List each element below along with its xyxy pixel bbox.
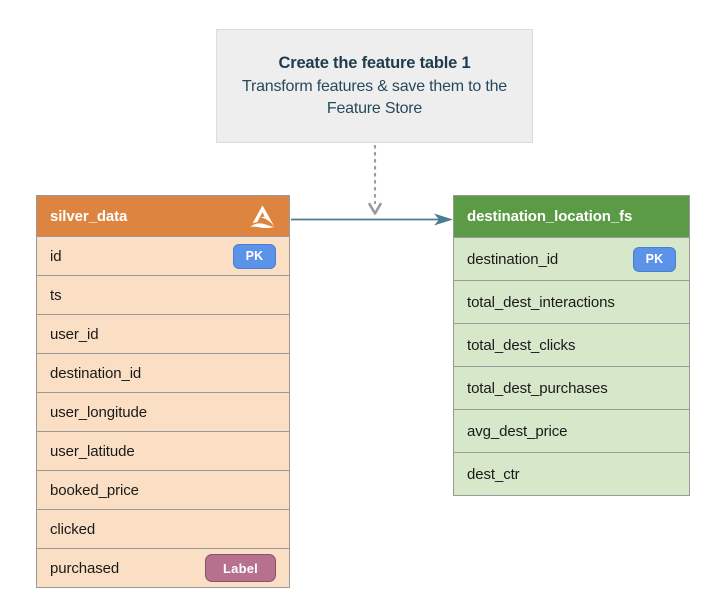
column-name: destination_id bbox=[50, 364, 142, 382]
column-name: total_dest_interactions bbox=[467, 293, 615, 311]
table-row[interactable]: ts bbox=[37, 275, 289, 314]
column-name: user_id bbox=[50, 325, 99, 343]
entity-table-destination-location-fs[interactable]: destination_location_fs destination_id P… bbox=[453, 195, 690, 496]
column-name: ts bbox=[50, 286, 62, 304]
column-name: user_longitude bbox=[50, 403, 148, 421]
column-name: dest_ctr bbox=[467, 465, 520, 483]
table-row[interactable]: dest_ctr bbox=[454, 452, 689, 495]
column-name: destination_id bbox=[467, 250, 559, 268]
column-name: id bbox=[50, 247, 62, 265]
column-name: total_dest_purchases bbox=[467, 379, 608, 397]
table-title: destination_location_fs bbox=[467, 208, 633, 225]
callout-note: Create the feature table 1 Transform fea… bbox=[216, 29, 533, 143]
column-name: avg_dest_price bbox=[467, 422, 568, 440]
table-row[interactable]: clicked bbox=[37, 509, 289, 548]
callout-title: Create the feature table 1 bbox=[278, 53, 471, 72]
table-row[interactable]: user_longitude bbox=[37, 392, 289, 431]
status-badge-pk: PK bbox=[633, 246, 676, 272]
status-badge-label: Label bbox=[205, 554, 276, 582]
table-row[interactable]: user_id bbox=[37, 314, 289, 353]
table-header-destination-location-fs: destination_location_fs bbox=[454, 196, 689, 237]
column-name: total_dest_clicks bbox=[467, 336, 576, 354]
table-row[interactable]: id PK bbox=[37, 236, 289, 275]
column-name: user_latitude bbox=[50, 442, 135, 460]
column-name: booked_price bbox=[50, 481, 139, 499]
callout-subtitle: Transform features & save them to the Fe… bbox=[241, 78, 507, 118]
column-name: purchased bbox=[50, 559, 120, 577]
dotted-arrow-note-to-flow bbox=[368, 144, 382, 215]
column-name: clicked bbox=[50, 520, 96, 538]
table-row[interactable]: purchased Label bbox=[37, 548, 289, 587]
entity-table-silver-data[interactable]: silver_data id PK ts user_id destination… bbox=[36, 195, 290, 588]
table-row[interactable]: total_dest_clicks bbox=[454, 323, 689, 366]
table-row[interactable]: destination_id PK bbox=[454, 237, 689, 280]
table-header-silver-data: silver_data bbox=[37, 196, 289, 236]
table-row[interactable]: avg_dest_price bbox=[454, 409, 689, 452]
table-row[interactable]: total_dest_interactions bbox=[454, 280, 689, 323]
table-row[interactable]: user_latitude bbox=[37, 431, 289, 470]
status-badge-pk: PK bbox=[233, 243, 276, 269]
table-row[interactable]: total_dest_purchases bbox=[454, 366, 689, 409]
table-row[interactable]: destination_id bbox=[37, 353, 289, 392]
table-row[interactable]: booked_price bbox=[37, 470, 289, 509]
delta-lake-logo-icon bbox=[249, 204, 276, 229]
solid-arrow-source-to-target bbox=[291, 213, 453, 226]
table-title: silver_data bbox=[50, 207, 128, 225]
